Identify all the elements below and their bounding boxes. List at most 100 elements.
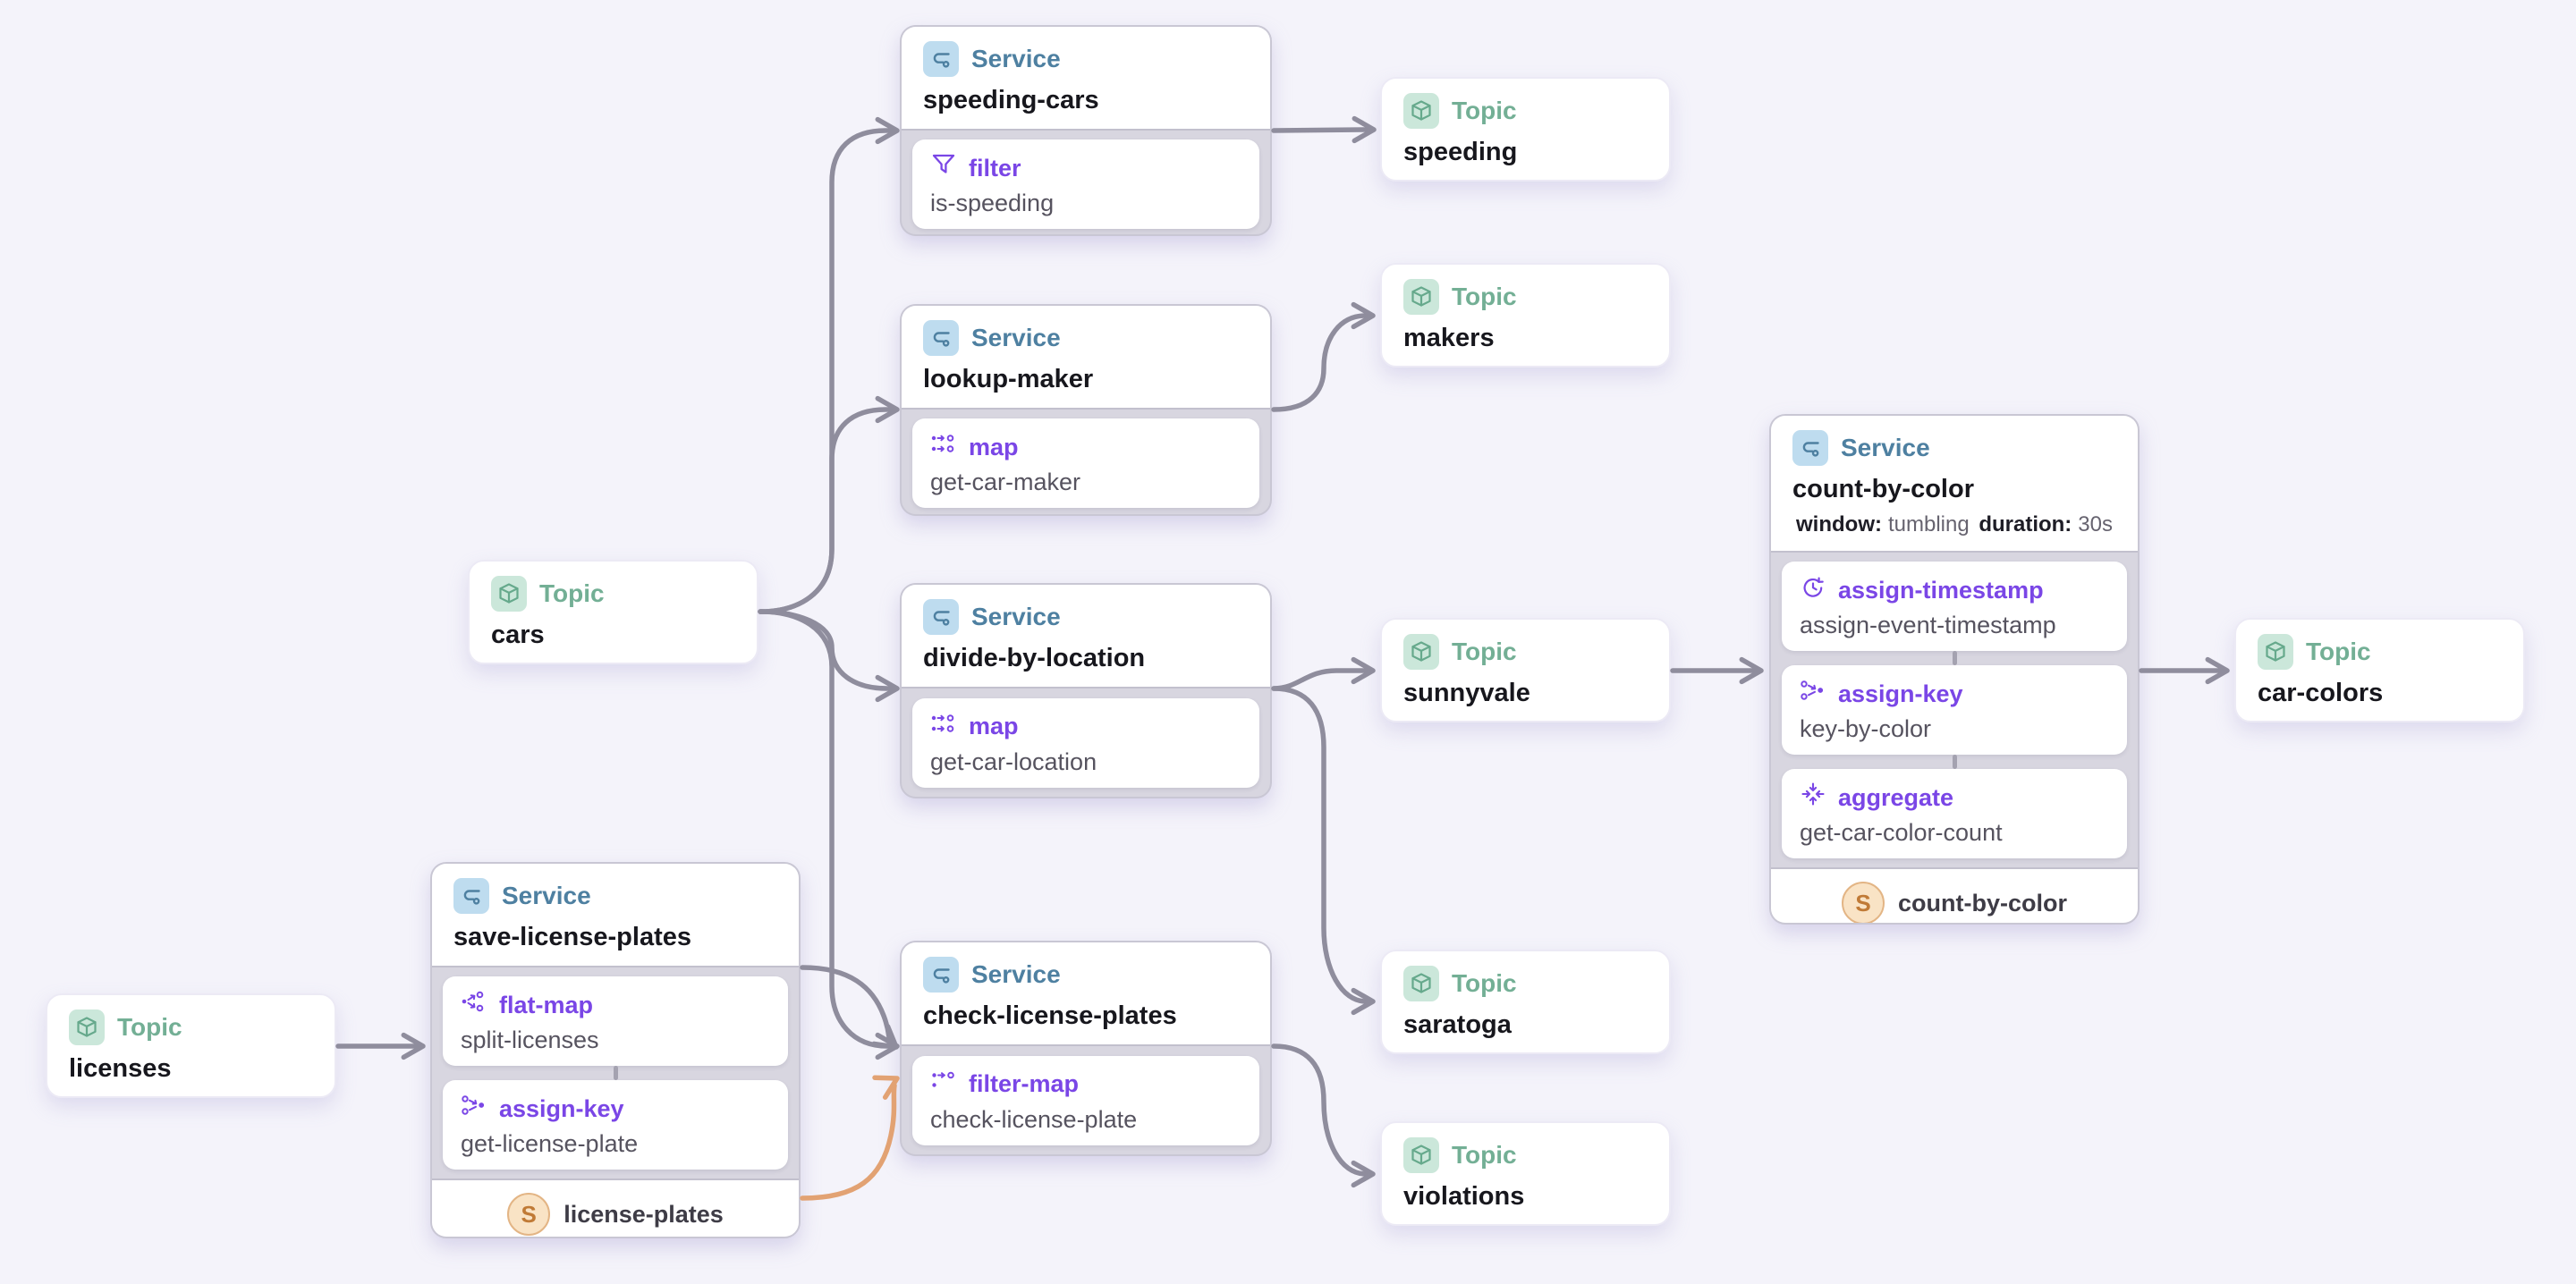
operation-type-row: filter [930, 151, 1241, 184]
operation-filter-map[interactable]: filter-map check-license-plate [912, 1055, 1259, 1145]
operation-assign-key[interactable]: assign-key key-by-color [1782, 665, 2127, 755]
topic-node-violations[interactable]: Topic violations [1380, 1121, 1671, 1226]
operation-type-label: assign-timestamp [1838, 576, 2044, 604]
service-operations: filter-map check-license-plate [902, 1046, 1270, 1154]
service-name: count-by-color [1792, 475, 1974, 503]
operation-name: key-by-color [1800, 715, 1932, 742]
map-icon [930, 710, 957, 743]
operation-name: get-car-location [930, 748, 1097, 775]
node-type-label: Service [971, 45, 1061, 72]
service-name: speeding-cars [923, 86, 1099, 114]
topic-name: saratoga [1403, 1010, 1512, 1039]
operation-assign-timestamp[interactable]: assign-timestamp assign-event-timestamp [1782, 562, 2127, 651]
operation-filter[interactable]: filter is-speeding [912, 139, 1259, 229]
service-name: lookup-maker [923, 365, 1094, 393]
state-store-badge: S [1842, 882, 1885, 923]
service-type-row: Service [453, 878, 777, 914]
node-type-label: Topic [1452, 638, 1517, 665]
operation-type-label: map [969, 713, 1019, 739]
service-route-icon [923, 957, 959, 993]
topic-type-row: Topic [69, 1009, 313, 1045]
operation-map[interactable]: map get-car-location [912, 697, 1259, 788]
operation-aggregate[interactable]: aggregate get-car-color-count [1782, 769, 2127, 858]
topic-type-row: Topic [1403, 1137, 1648, 1173]
operation-name: assign-event-timestamp [1800, 612, 2056, 638]
topic-cube-icon [1403, 966, 1439, 1001]
operation-name: get-car-color-count [1800, 819, 2003, 846]
topic-cube-icon [1403, 634, 1439, 670]
meta-label: window: [1796, 512, 1882, 536]
operation-map[interactable]: map get-car-maker [912, 418, 1259, 508]
service-route-icon [923, 41, 959, 77]
filter-map-icon [930, 1068, 957, 1101]
service-type-row: Service [923, 41, 1249, 77]
topic-name: violations [1403, 1182, 1525, 1211]
operation-type-label: filter [969, 154, 1021, 182]
operation-type-row: assign-timestamp [1800, 573, 2109, 606]
service-window-meta: window:tumbling duration:30s [1792, 512, 2116, 537]
topic-type-row: Topic [1403, 93, 1648, 129]
service-header: Service save-license-plates [432, 864, 799, 967]
node-type-label: Service [971, 603, 1061, 630]
operation-type-label: assign-key [1838, 680, 1963, 707]
node-type-label: Topic [117, 1013, 182, 1041]
assign-key-icon [461, 1092, 487, 1125]
node-type-label: Topic [539, 579, 605, 607]
topic-name: sunnyvale [1403, 679, 1530, 707]
service-node-count-by-color[interactable]: Service count-by-color window:tumbling dura… [1769, 414, 2140, 925]
operation-type-row: map [930, 710, 1241, 743]
operation-connector-tick [1952, 755, 1957, 769]
node-type-label: Topic [1452, 1141, 1517, 1169]
service-type-row: Service [923, 957, 1249, 993]
operation-type-label: aggregate [1838, 783, 1954, 811]
operation-name: get-license-plate [461, 1130, 639, 1157]
meta-pair: window:tumbling [1796, 512, 1970, 537]
operation-name: is-speeding [930, 190, 1055, 216]
operation-type-row: map [930, 430, 1241, 463]
topic-type-row: Topic [1403, 279, 1648, 315]
service-operations: map get-car-maker [902, 410, 1270, 514]
operation-connector-tick [613, 1066, 618, 1080]
state-store-name: license-plates [564, 1200, 724, 1228]
operation-type-label: map [969, 433, 1019, 460]
filter-icon [930, 151, 957, 184]
state-store-badge: S [507, 1193, 551, 1236]
operation-name: check-license-plate [930, 1105, 1138, 1133]
service-node-speeding-cars[interactable]: Service speeding-cars filter is-speeding [900, 25, 1272, 236]
service-type-row: Service [1792, 430, 2116, 466]
service-name: save-license-plates [453, 923, 691, 951]
map-icon [930, 430, 957, 463]
topic-node-sunnyvale[interactable]: Topic sunnyvale [1380, 618, 1671, 722]
topic-cube-icon [1403, 93, 1439, 129]
topic-type-row: Topic [2258, 634, 2502, 670]
assign-key-icon [1800, 677, 1826, 710]
node-type-label: Service [502, 882, 591, 909]
node-type-label: Topic [2306, 638, 2371, 665]
operation-name: get-car-maker [930, 469, 1081, 495]
operation-type-label: filter-map [969, 1070, 1080, 1097]
operation-type-row: aggregate [1800, 781, 2109, 814]
operation-connector-tick [1952, 651, 1957, 665]
topic-type-row: Topic [491, 576, 735, 612]
meta-pair: duration:30s [1979, 512, 2113, 537]
service-route-icon [1792, 430, 1828, 466]
